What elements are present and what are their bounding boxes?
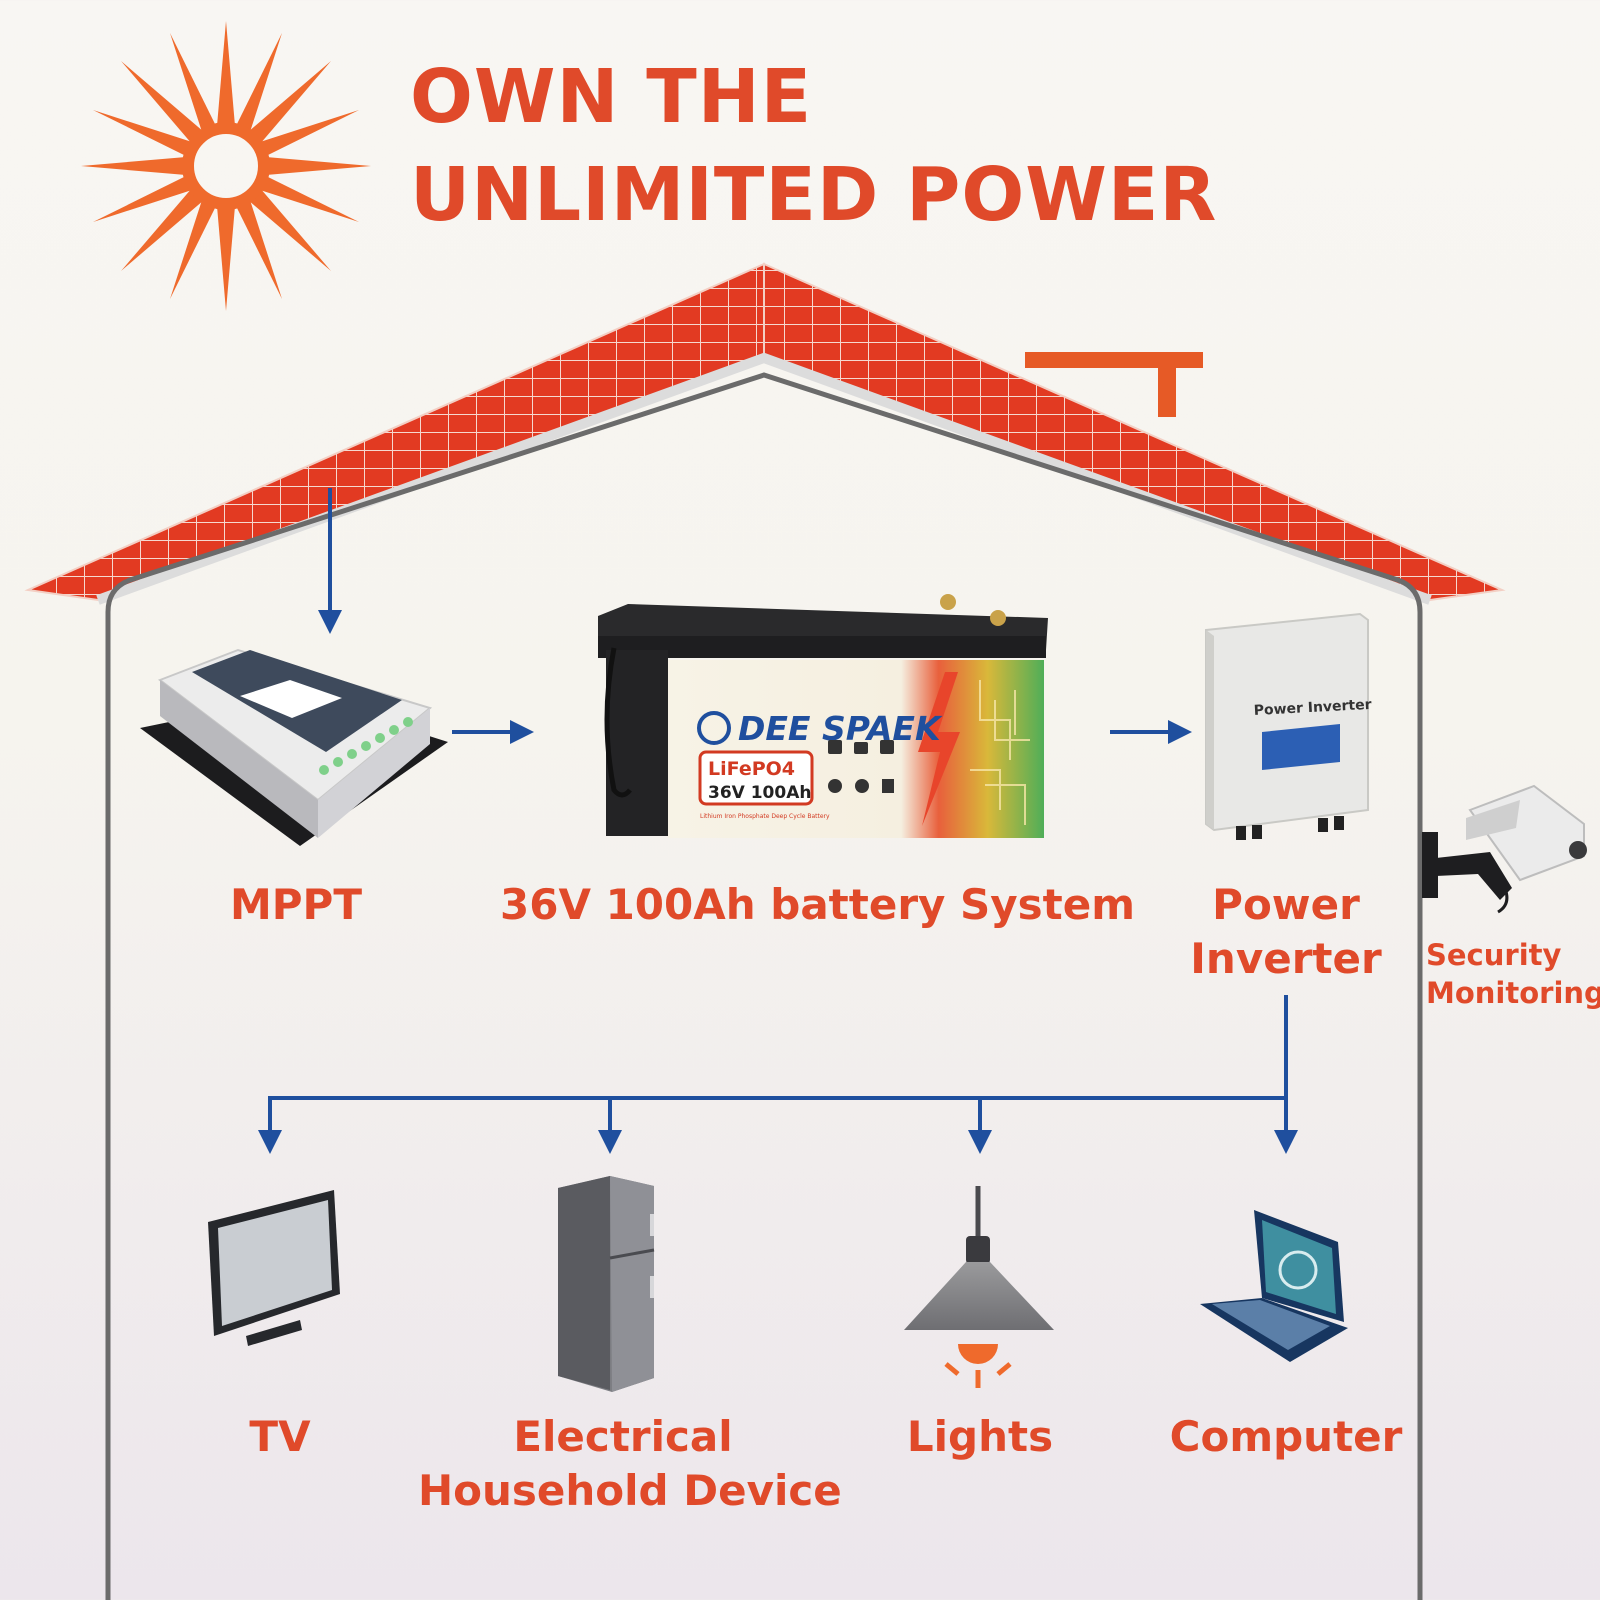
tv-label: TV — [249, 1412, 311, 1461]
security-label-line-1: Security — [1426, 938, 1562, 972]
sun-icon — [81, 21, 371, 311]
solar-roof-icon — [24, 262, 1506, 605]
lamp-icon — [904, 1186, 1054, 1388]
battery-fine-print: Lithium Iron Phosphate Deep Cycle Batter… — [700, 813, 830, 820]
battery-system-label: 36V 100Ah battery System — [500, 880, 1135, 929]
inverter-label-line-2: Inverter — [1190, 934, 1382, 983]
security-label-line-2: Monitoring — [1426, 976, 1600, 1010]
inverter-device-text: Power Inverter — [1253, 697, 1372, 719]
battery-icon: DEE SPAEK LiFePO4 36V 100Ah Lithium Iron… — [598, 594, 1048, 838]
security-monitoring-label: Security Monitoring — [1426, 936, 1600, 1012]
certification-icons — [828, 740, 894, 793]
lights-label: Lights — [906, 1412, 1054, 1461]
appliance-label-line-1: Electrical — [513, 1412, 733, 1461]
appliance-label: Electrical Household Device — [418, 1410, 842, 1518]
title-line-1: OWN THE — [410, 54, 813, 140]
appliance-label-line-2: Household Device — [418, 1466, 842, 1515]
refrigerator-icon — [558, 1176, 655, 1392]
computer-label: Computer — [1169, 1412, 1403, 1461]
security-camera-icon — [1422, 784, 1587, 914]
inverter-label-line-1: Power — [1212, 880, 1360, 929]
inverter-label: Power Inverter — [1186, 878, 1386, 986]
mppt-label: MPPT — [229, 880, 362, 929]
chimney — [1025, 352, 1203, 417]
battery-chemistry: LiFePO4 — [708, 758, 795, 780]
tv-icon — [208, 1190, 340, 1346]
flow-arrows — [258, 488, 1298, 1154]
title-line-2: UNLIMITED POWER — [410, 152, 1218, 238]
laptop-icon — [1200, 1210, 1348, 1362]
house-outline — [105, 372, 1423, 1600]
page-title: OWN THE UNLIMITED POWER — [410, 48, 1217, 244]
inverter-icon: Power Inverter — [1205, 612, 1372, 840]
battery-rating: 36V 100Ah — [708, 783, 811, 803]
mppt-controller-icon — [140, 648, 448, 846]
